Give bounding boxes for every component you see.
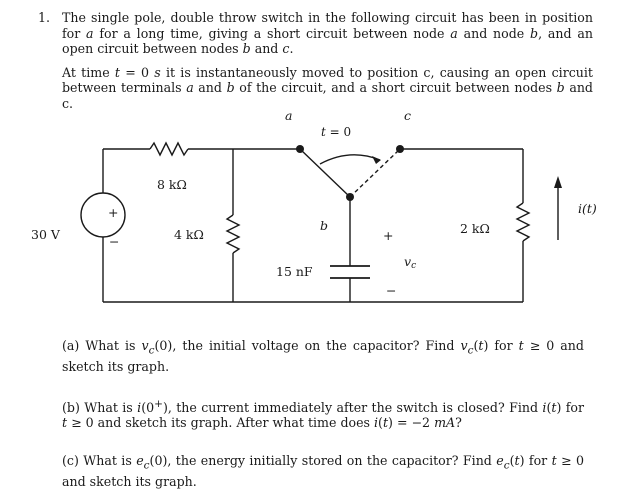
current-label: i(t) — [578, 201, 597, 216]
node-a-label: a — [285, 108, 292, 123]
vc-minus-sign: − — [386, 283, 396, 298]
question-a: (a) What is vc(0), the initial voltage o… — [62, 338, 584, 375]
resistor-4k-symbol — [225, 214, 241, 254]
resistor-8k-symbol — [149, 141, 189, 157]
problem-number: 1. — [38, 10, 51, 25]
source-plus-sign: + — [108, 205, 118, 220]
circuit-diagram: a c t = 0 b 30 V + − 8 kΩ 4 kΩ 2 kΩ 15 n… — [31, 108, 597, 303]
source-voltage-label: 30 V — [31, 227, 61, 242]
question-b: (b) What is i(0+), the current immediate… — [62, 397, 584, 431]
problem-paragraph-1: The single pole, double throw switch in … — [62, 10, 593, 56]
resistor-2k-label: 2 kΩ — [460, 221, 490, 236]
resistor-2k-symbol — [515, 202, 531, 242]
questions-list: (a) What is vc(0), the initial voltage o… — [62, 338, 584, 489]
capacitor-label: 15 nF — [276, 264, 313, 279]
problem-statement: 1. The single pole, double throw switch … — [38, 10, 593, 111]
vc-label: vc — [404, 254, 416, 271]
switch-arc — [319, 154, 381, 165]
switch-arm — [299, 148, 351, 198]
node-b-dot — [346, 193, 354, 201]
switch-dashed-path — [349, 148, 401, 198]
problem-paragraph-2: At time t = 0 s it is instantaneously mo… — [62, 64, 593, 111]
question-c: (c) What is ec(0), the energy initially … — [62, 452, 585, 489]
resistor-4k-label: 4 kΩ — [174, 227, 204, 242]
resistor-8k-label: 8 kΩ — [157, 177, 187, 192]
source-minus-sign: − — [109, 234, 119, 249]
node-b-label: b — [320, 218, 328, 233]
node-a-dot — [296, 145, 304, 153]
vc-plus-sign: + — [383, 228, 393, 243]
current-arrow-head — [554, 176, 562, 188]
switch-time-label: t = 0 — [321, 125, 351, 139]
switch-arc-arrowhead — [372, 156, 381, 164]
node-c-dot — [396, 145, 404, 153]
node-c-label: c — [404, 108, 411, 123]
